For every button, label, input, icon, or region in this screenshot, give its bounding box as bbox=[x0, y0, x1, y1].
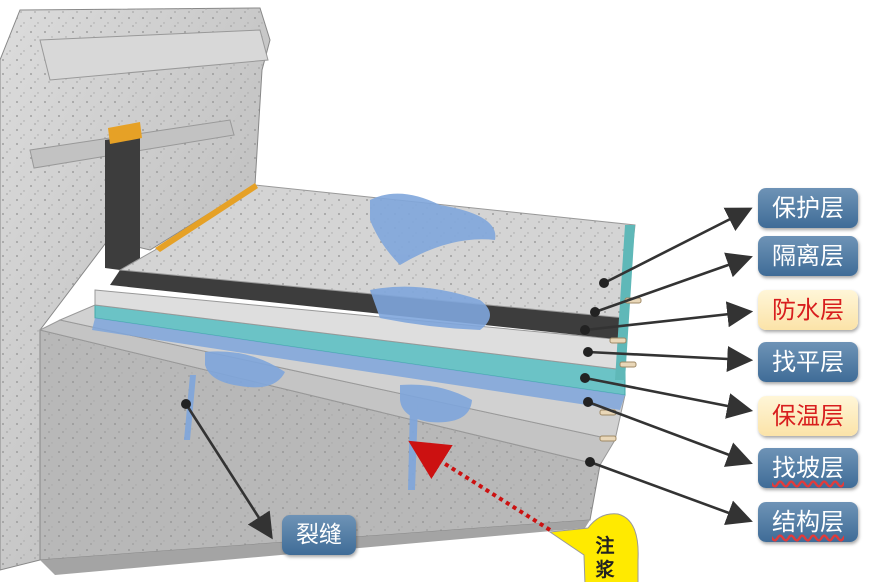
label-text: 防水层 bbox=[772, 296, 844, 324]
label-text: 找坡层 bbox=[772, 454, 844, 482]
label-isolation-layer: 隔离层 bbox=[758, 236, 858, 276]
callout-text: 注浆 bbox=[590, 534, 620, 582]
label-text: 裂缝 bbox=[296, 522, 342, 548]
label-text: 保护层 bbox=[772, 194, 844, 222]
label-leveling-layer: 找平层 bbox=[758, 342, 858, 382]
callout-bubble bbox=[548, 513, 639, 582]
leader-dots bbox=[181, 278, 609, 467]
label-text: 保温层 bbox=[772, 402, 844, 430]
insulation-layer bbox=[58, 304, 626, 441]
label-crack: 裂缝 bbox=[282, 515, 356, 555]
callout-char: 浆 bbox=[595, 559, 615, 581]
label-protection-layer: 保护层 bbox=[758, 188, 858, 228]
label-slope-layer: 找坡层 bbox=[758, 448, 858, 488]
label-insulation-layer: 保温层 bbox=[758, 396, 858, 436]
label-text: 结构层 bbox=[772, 508, 844, 536]
callout-char: 注 bbox=[595, 535, 615, 557]
label-text: 隔离层 bbox=[772, 242, 844, 270]
parapet-wall bbox=[0, 7, 271, 571]
label-waterproof-layer: 防水层 bbox=[758, 290, 858, 330]
structural-slab bbox=[39, 329, 601, 575]
leader-lines bbox=[184, 207, 754, 540]
leveling-and-membrane bbox=[94, 122, 626, 371]
label-text: 找平层 bbox=[772, 348, 844, 376]
grouting-arrow bbox=[408, 440, 552, 532]
label-structural-layer: 结构层 bbox=[758, 502, 858, 542]
